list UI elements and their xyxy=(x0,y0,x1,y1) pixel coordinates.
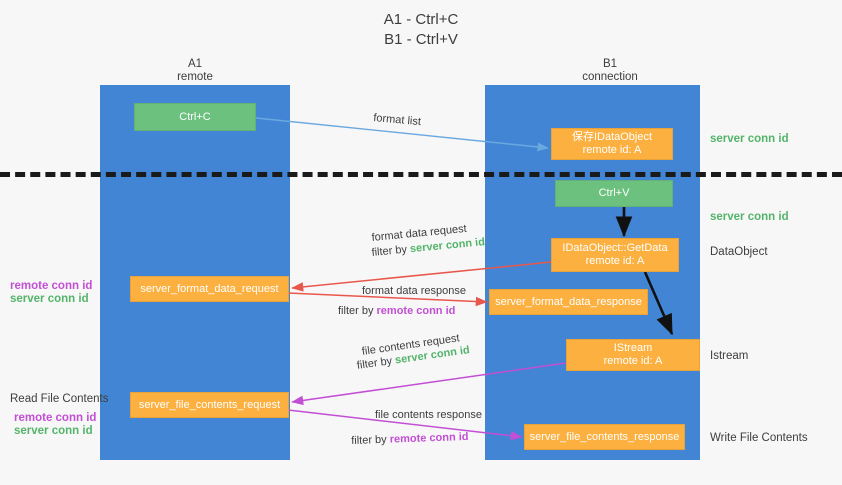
annotation-left-remote-conn-id-2: remote conn id xyxy=(14,412,97,424)
annotation-right-write-file-contents: Write File Contents xyxy=(710,432,808,444)
diagram-title-line-2: B1 - Ctrl+V xyxy=(384,31,458,48)
lane-header-b1-name: B1 xyxy=(602,58,618,70)
diagram-title: A1 - Ctrl+C B1 - Ctrl+V xyxy=(0,10,842,50)
lane-header-b1-sub: connection xyxy=(582,71,638,83)
edge-label-file-contents-response-filter: filter by remote conn id xyxy=(351,430,469,448)
edge-label-format-data-response-filter: filter by remote conn id xyxy=(338,304,455,318)
annotation-left-read-file-contents: Read File Contents xyxy=(10,393,109,405)
diagram-title-line-1: A1 - Ctrl+C xyxy=(383,11,459,28)
node-idataobject-getdata-label: IDataObject::GetData xyxy=(562,242,668,254)
node-ctrl-v[interactable]: Ctrl+V xyxy=(555,180,673,207)
node-ctrl-c-label: Ctrl+C xyxy=(179,110,211,123)
lane-header-a1-sub: remote xyxy=(177,71,213,83)
lane-header-a1-name: A1 xyxy=(187,58,203,70)
node-save-idataobject-label: 保存IDataObject xyxy=(571,131,653,143)
annotation-right-istream: Istream xyxy=(710,350,749,362)
node-istream[interactable]: IStream remote id: A xyxy=(566,339,700,371)
node-server-format-data-response[interactable]: server_format_data_response xyxy=(489,289,648,315)
annotation-left-remote-conn-id-1: remote conn id xyxy=(10,280,93,292)
lane-header-a1: A1 remote xyxy=(135,58,255,84)
node-save-idataobject[interactable]: 保存IDataObject remote id: A xyxy=(551,128,673,160)
annotation-right-server-conn-id-1: server conn id xyxy=(710,133,789,145)
edge-label-file-contents-request-filter-prefix: filter by xyxy=(356,354,396,372)
node-server-format-data-response-label: server_format_data_response xyxy=(495,295,642,308)
edge-label-file-contents-response-filter-prefix: filter by xyxy=(351,433,390,447)
phase-divider xyxy=(0,172,842,177)
edge-label-format-data-response-filter-prefix: filter by xyxy=(338,305,377,317)
edge-label-format-data-response: format data response xyxy=(362,285,466,297)
annotation-right-dataobject: DataObject xyxy=(710,246,768,258)
node-istream-label: IStream xyxy=(613,342,653,354)
node-idataobject-getdata[interactable]: IDataObject::GetData remote id: A xyxy=(551,238,679,272)
edge-label-file-contents-response: file contents response xyxy=(375,409,483,421)
node-server-format-data-request-label: server_format_data_request xyxy=(140,282,279,295)
node-save-idataobject-remote-id: remote id: A xyxy=(582,144,642,156)
node-ctrl-c[interactable]: Ctrl+C xyxy=(134,103,256,131)
lane-header-b1: B1 connection xyxy=(545,58,675,84)
node-server-file-contents-request[interactable]: server_file_contents_request xyxy=(130,392,289,418)
edge-label-format-data-response-filter-key: remote conn id xyxy=(376,305,456,317)
edge-label-format-data-request-filter-prefix: filter by xyxy=(371,243,411,259)
edge-label-format-list: format list xyxy=(372,111,422,129)
annotation-right-server-conn-id-2: server conn id xyxy=(710,211,789,223)
node-server-format-data-request[interactable]: server_format_data_request xyxy=(130,276,289,302)
annotation-left-server-conn-id-2: server conn id xyxy=(14,425,93,437)
node-server-file-contents-request-label: server_file_contents_request xyxy=(138,398,281,411)
node-server-file-contents-response[interactable]: server_file_contents_response xyxy=(524,424,685,450)
edge-label-file-contents-response-filter-key: remote conn id xyxy=(389,430,469,446)
node-idataobject-getdata-remote-id: remote id: A xyxy=(585,255,645,267)
node-istream-remote-id: remote id: A xyxy=(603,355,663,367)
annotation-left-server-conn-id-1: server conn id xyxy=(10,293,89,305)
node-server-file-contents-response-label: server_file_contents_response xyxy=(529,430,680,443)
node-ctrl-v-label: Ctrl+V xyxy=(598,187,630,199)
